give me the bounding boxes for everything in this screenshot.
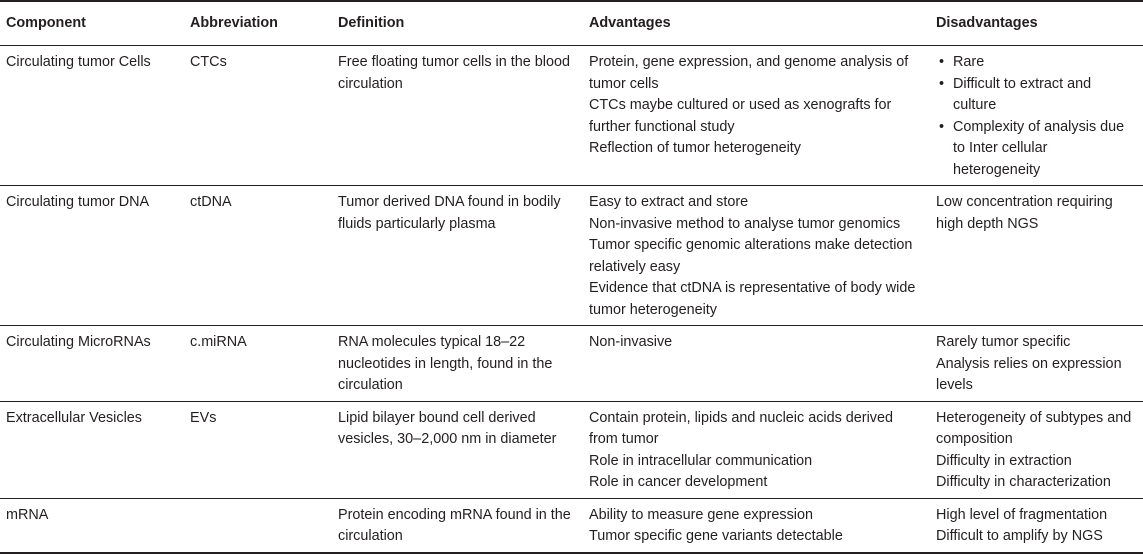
advantage-item: Contain protein, lipids and nucleic acid… [589,409,893,448]
header-advantages: Advantages [589,15,671,32]
cell-disadvantages: Heterogeneity of subtypes and compositio… [930,401,1143,498]
cell-disadvantages: •Rare •Difficult to extract and culture … [930,46,1143,186]
cell-disadvantages: Rarely tumor specific Analysis relies on… [930,326,1143,402]
disadvantage-item: Rarely tumor specific [936,334,1071,350]
cell-component: Extracellular Vesicles [6,409,142,426]
disadvantage-item: Difficulty in characterization [936,474,1111,490]
advantage-item: CTCs maybe cultured or used as xenograft… [589,97,892,135]
advantage-item: Role in cancer development [589,474,768,490]
advantage-item: Reflection of tumor heterogeneity [589,140,801,156]
table-row: Circulating tumor DNA ctDNA Tumor derive… [0,186,1143,326]
advantage-item: Tumor specific genomic alterations make … [589,237,913,275]
cell-abbreviation: c.miRNA [190,334,247,350]
advantage-item: Non-invasive method to analyse tumor gen… [589,215,901,232]
cell-disadvantages: High level of fragmentation Difficult to… [930,498,1143,553]
disadvantage-item: Difficult to extract and culture [953,75,1092,114]
disadvantage-bullet-item: • Difficult to extract and culture [936,74,1137,117]
cell-advantages: Non-invasive [583,326,930,402]
disadvantage-item: Difficulty in extraction [936,452,1072,469]
header-row: Component Abbreviation Definition Advant… [0,1,1143,46]
disadvantage-item: High level of fragmentation [936,506,1108,523]
header-abbreviation: Abbreviation [190,15,278,32]
disadvantage-bullet-item: • Complexity of analysis due to Inter cel… [936,117,1137,182]
table-body: Circulating tumor Cells CTCs Free floati… [0,46,1143,553]
disadvantage-item: Rare [953,54,985,70]
header-component: Component [6,15,86,32]
header-definition: Definition [338,15,405,32]
bullet-icon: • [939,54,945,70]
table-row: Circulating MicroRNAs c.miRNA RNA molecu… [0,326,1143,402]
disadvantage-item: Low concentration requiring high depth N… [936,194,1113,232]
cell-component: Circulating tumor DNA [6,194,150,210]
advantage-item: Evidence that ctDNA is representative of… [589,280,916,318]
bullet-icon: • [939,118,945,135]
cell-abbreviation: CTCs [190,54,227,70]
advantage-item: Role in intracellular communication [589,452,813,469]
header-disadvantages: Disadvantages [936,15,1038,32]
cell-abbreviation: ctDNA [190,194,232,210]
cell-definition: Protein encoding mRNA found in the circu… [338,506,571,545]
cell-advantages: Contain protein, lipids and nucleic acid… [583,401,930,498]
cell-component: Circulating MicroRNAs [6,334,151,350]
advantage-item: Protein, gene expression, and genome ana… [589,54,909,92]
table-row: mRNA Protein encoding mRNA found in the … [0,498,1143,553]
disadvantage-bullet-item: • Rare [936,52,1137,74]
cell-abbreviation: EVs [190,409,217,426]
cell-disadvantages: Low concentration requiring high depth N… [930,186,1143,326]
disadvantage-item: Complexity of analysis due to Inter cell… [953,118,1125,178]
advantage-item: Ability to measure gene expression [589,506,813,523]
disadvantage-item: Analysis relies on expression levels [936,355,1122,394]
cell-component: mRNA [6,506,49,523]
cell-advantages: Protein, gene expression, and genome ana… [583,46,930,186]
table-header: Component Abbreviation Definition Advant… [0,1,1143,46]
cell-definition: Lipid bilayer bound cell derived vesicle… [338,409,557,448]
cell-component: Circulating tumor Cells [6,54,151,70]
advantage-item: Easy to extract and store [589,194,749,210]
cell-advantages: Easy to extract and store Non-invasive m… [583,186,930,326]
cell-advantages: Ability to measure gene expression Tumor… [583,498,930,553]
disadvantage-bullet-list: •Rare •Difficult to extract and culture … [936,52,1137,181]
bullet-icon: • [939,75,945,92]
table-row: Circulating tumor Cells CTCs Free floati… [0,46,1143,186]
table-row: Extracellular Vesicles EVs Lipid bilayer… [0,401,1143,498]
cell-definition: Free floating tumor cells in the blood c… [338,54,570,92]
cell-abbreviation [184,498,332,553]
advantage-item: Non-invasive [589,334,673,350]
cell-definition: Tumor derived DNA found in bodily fluids… [338,194,561,232]
cell-definition: RNA molecules typical 18–22 nucleotides … [338,334,553,393]
disadvantage-item: Heterogeneity of subtypes and compositio… [936,409,1132,448]
